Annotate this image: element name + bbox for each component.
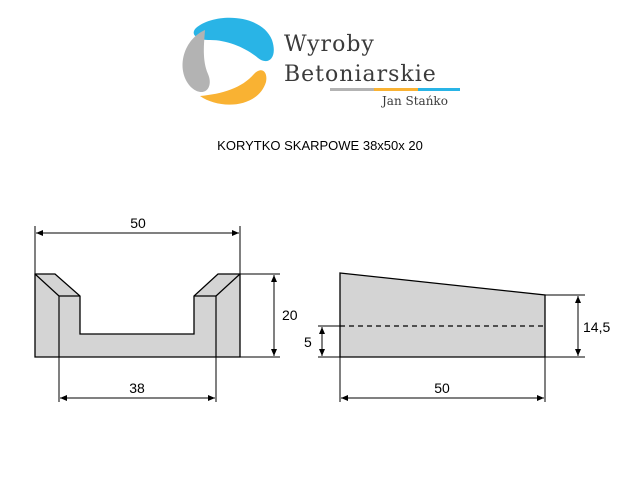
brand-bar-gray: [330, 88, 374, 91]
right-bevel-edge: [215, 273, 241, 297]
logo-cyan-swoosh: [193, 17, 274, 62]
company-logo: Wyroby Betoniarskie Jan Stańko: [0, 0, 640, 120]
dim-label-height: 20: [282, 307, 298, 323]
brand-bar-orange: [374, 88, 418, 91]
brand-name-line1: Wyroby: [284, 32, 375, 57]
logo-gray-drop: [182, 30, 210, 93]
dim-label-right-height: 14,5: [583, 319, 610, 335]
channel-cross-section: [34, 273, 241, 358]
brand-owner: Jan Stańko: [382, 94, 448, 108]
side-profile: [339, 272, 546, 358]
brand-bar-cyan: [418, 88, 460, 91]
left-bevel-edge: [34, 273, 60, 297]
dim-label-depth: 5: [304, 334, 312, 350]
dim-label-bottom-width: 38: [129, 380, 145, 396]
logo-mark: [182, 17, 274, 105]
side-view: 50 14,5 5: [304, 272, 610, 402]
logo-orange-swoosh: [200, 70, 267, 105]
front-view: 50 38 20: [34, 215, 298, 402]
page-title: KORYTKO SKARPOWE 38x50x 20: [217, 138, 423, 153]
dim-label-length: 50: [434, 380, 450, 396]
brand-name-line2: Betoniarskie: [284, 62, 437, 87]
dim-label-top-width: 50: [130, 215, 146, 231]
